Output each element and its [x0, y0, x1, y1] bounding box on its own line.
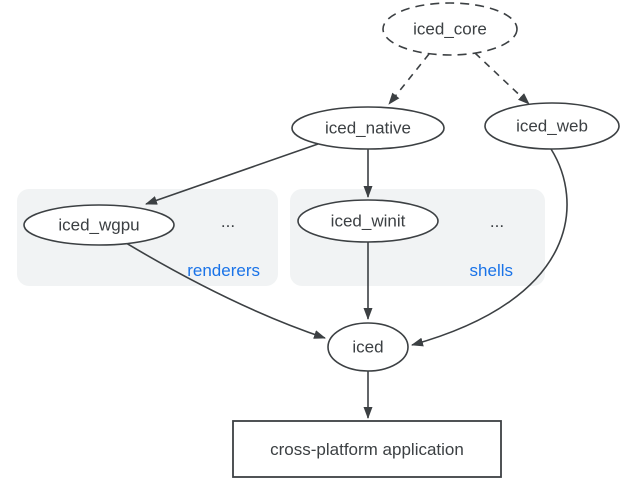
label-iced: iced: [352, 338, 383, 357]
edge-iced_core-iced_native: [388, 53, 430, 105]
edge-iced_core-iced_web: [474, 52, 530, 105]
group-label-shells: shells: [470, 261, 513, 280]
node-iced_web: [484, 102, 620, 150]
edge-iced_wgpu-iced: [125, 242, 326, 339]
node-iced_wgpu: [23, 204, 175, 246]
label-iced_web: iced_web: [516, 117, 588, 136]
node-iced_core: [382, 2, 518, 56]
node-iced_winit: [297, 199, 439, 243]
edge-iced_web-iced: [411, 148, 568, 347]
node-application: [232, 420, 502, 478]
ellipsis-renderers: ...: [221, 212, 235, 231]
node-iced_native: [291, 106, 445, 150]
label-iced_winit: iced_winit: [331, 212, 406, 231]
ellipsis-shells: ...: [490, 212, 504, 231]
label-iced_core: iced_core: [413, 20, 487, 39]
node-iced: [327, 322, 409, 372]
edge-iced_native-iced_wgpu: [145, 143, 319, 205]
label-iced_wgpu: iced_wgpu: [58, 216, 139, 235]
label-application: cross-platform application: [270, 440, 464, 459]
label-iced_native: iced_native: [325, 119, 411, 138]
group-label-renderers: renderers: [187, 261, 260, 280]
